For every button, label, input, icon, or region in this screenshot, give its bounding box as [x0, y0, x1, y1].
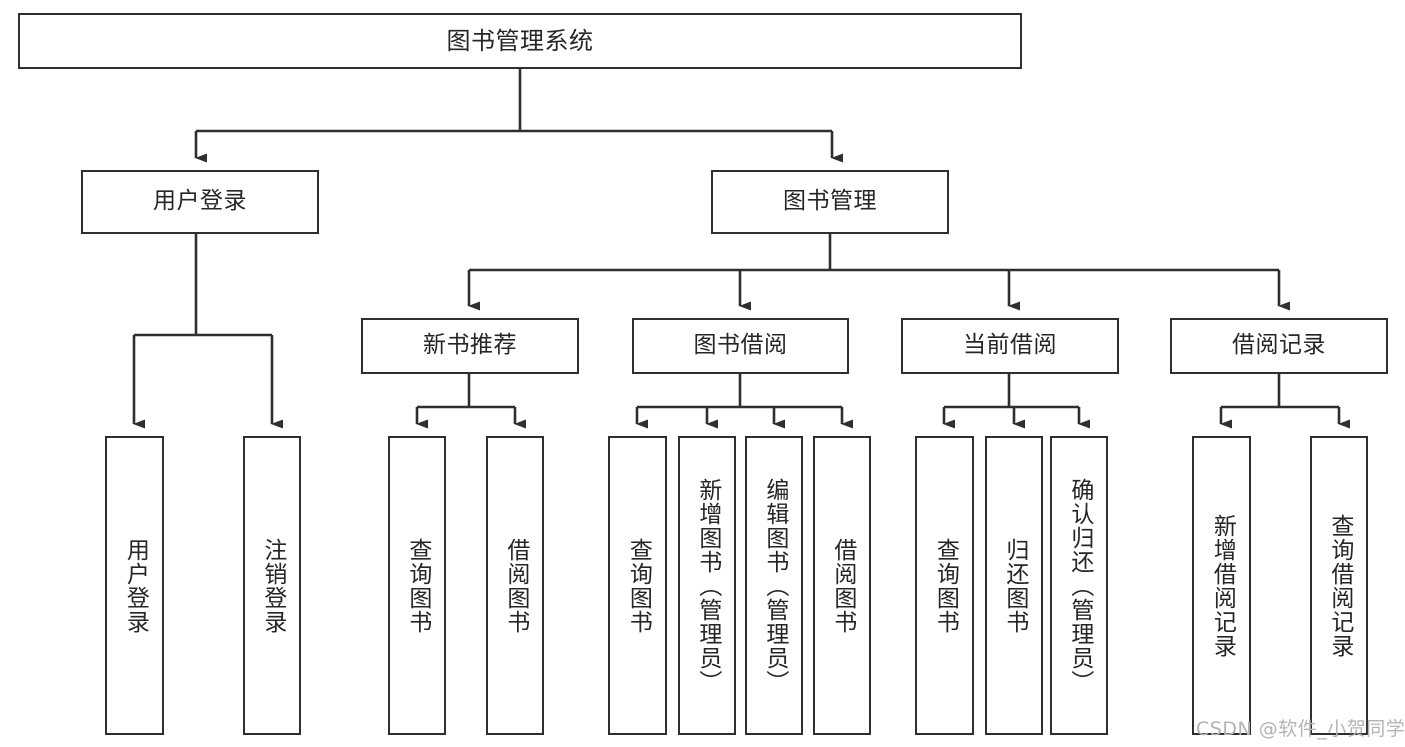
node-level1-1[interactable]: 图书管理	[711, 170, 949, 234]
node-leaf-10[interactable]: 确认归还（管理员）	[1050, 436, 1108, 735]
node-leaf-4[interactable]: 查询图书	[608, 436, 667, 735]
node-leaf-11[interactable]: 新增借阅记录	[1192, 436, 1251, 735]
node-leaf-7[interactable]: 借阅图书	[813, 436, 871, 735]
node-level2-1[interactable]: 图书借阅	[632, 318, 849, 374]
node-leaf-1[interactable]: 注销登录	[243, 436, 301, 735]
node-leaf-8[interactable]: 查询图书	[915, 436, 974, 735]
node-leaf-12[interactable]: 查询借阅记录	[1310, 436, 1368, 735]
node-level2-2[interactable]: 当前借阅	[901, 318, 1119, 374]
node-leaf-6[interactable]: 编辑图书（管理员）	[745, 436, 803, 735]
node-level2-0[interactable]: 新书推荐	[361, 318, 579, 374]
node-leaf-9[interactable]: 归还图书	[985, 436, 1043, 735]
node-leaf-5[interactable]: 新增图书（管理员）	[678, 436, 736, 735]
node-root-system[interactable]: 图书管理系统	[18, 13, 1022, 69]
node-leaf-3[interactable]: 借阅图书	[486, 436, 544, 735]
node-leaf-2[interactable]: 查询图书	[388, 436, 446, 735]
node-leaf-0[interactable]: 用户登录	[105, 436, 164, 735]
node-level1-0[interactable]: 用户登录	[81, 170, 319, 234]
node-level2-3[interactable]: 借阅记录	[1170, 318, 1388, 374]
